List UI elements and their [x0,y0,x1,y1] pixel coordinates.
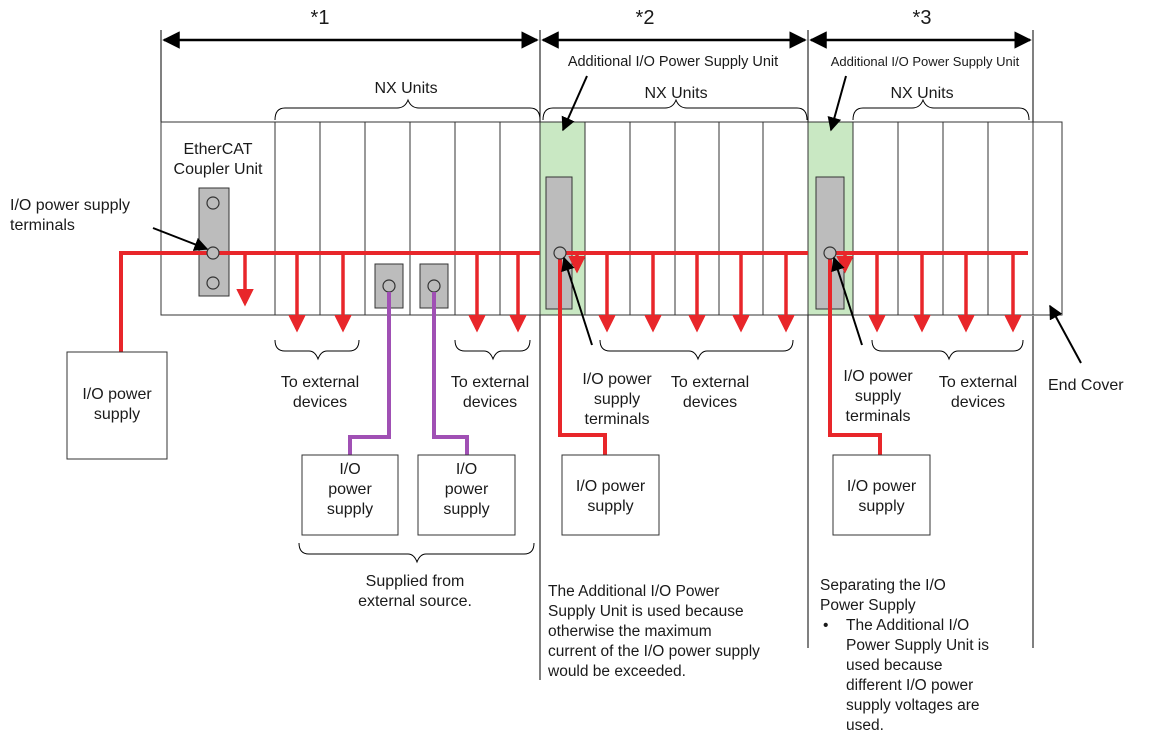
end-cover-label: End Cover [1048,377,1124,394]
nx-units-label-2: NX Units [644,85,707,102]
note-bullet-icon: • [823,617,829,634]
additional-unit-label-3: Additional I/O Power Supply Unit [831,54,1020,69]
io-supply-label-a: I/O power supply [326,461,374,518]
section-marker-3: *3 [913,7,932,29]
io-supply-label-b: I/O power supply [443,461,490,518]
section-marker-1: *1 [311,7,330,29]
power-drop-arrows [236,253,1022,333]
section-marker-2: *2 [636,7,655,29]
external-devices-label-4: To external devices [938,374,1018,411]
additional-unit-3 [807,121,854,316]
io-supply-label-left: I/O power supply [82,386,152,423]
supplied-from-label: Supplied from external source. [358,573,472,610]
note-section-2: The Additional I/O Power Supply Unit is … [548,583,760,680]
note-section-3-bullet: The Additional I/O Power Supply Unit is … [846,617,990,734]
coupler-unit-label: EtherCAT Coupler Unit [173,141,263,178]
external-supply-wiring [348,292,469,455]
note-section-3-title: Separating the I/O Power Supply [820,577,946,614]
nx-units-section-3 [852,121,1034,316]
coupler-terminal-block [198,187,230,297]
io-supply-label-3: I/O power supply [846,478,917,515]
power-wiring [119,251,1028,455]
io-supply-label-2: I/O power supply [575,478,646,515]
end-cover [1032,121,1063,316]
io-terminals-label-left: I/O power supply terminals [10,197,131,234]
io-terminals-label-3: I/O power supply terminals [843,368,913,425]
additional-unit-2 [539,121,586,316]
power-supply-boxes [66,351,931,536]
braces [274,98,1030,564]
nx-units-section-1 [274,121,541,316]
external-devices-label-3: To external devices [670,374,750,411]
io-terminals-label-2: I/O power supply terminals [582,371,652,428]
additional-unit-label-2: Additional I/O Power Supply Unit [568,54,778,70]
external-devices-label-1: To external devices [280,374,360,411]
leader-arrows [152,75,1082,364]
external-devices-label-2: To external devices [450,374,530,411]
nx-units-label-3: NX Units [890,85,953,102]
nx-units-label-1: NX Units [374,80,437,97]
